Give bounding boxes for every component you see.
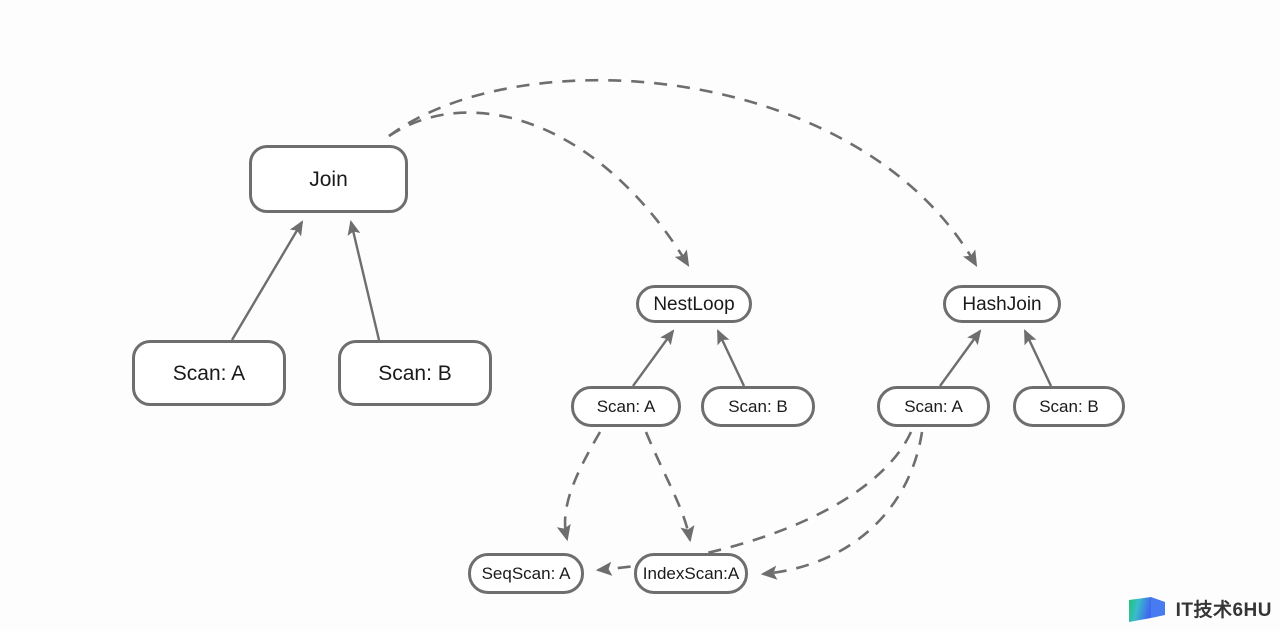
edge-scan-b-to-join bbox=[347, 219, 381, 341]
watermark: IT技术6HU bbox=[1127, 595, 1272, 625]
node-hashjoin[interactable]: HashJoin bbox=[943, 285, 1061, 323]
edge-nlscan-to-seqscan bbox=[556, 431, 602, 542]
edge-scan-b-to-nestloop bbox=[716, 329, 746, 387]
edge-scan-a-to-join bbox=[230, 220, 304, 341]
node-join-scan-a-label: Scan: A bbox=[172, 361, 246, 385]
edge-nlscan-to-indexscan bbox=[644, 431, 695, 543]
node-hashjoin-label: HashJoin bbox=[962, 293, 1042, 315]
node-hashjoin-scan-a[interactable]: Scan: A bbox=[877, 386, 990, 427]
node-join-label: Join bbox=[309, 167, 348, 191]
node-indexscan-a[interactable]: IndexScan:A bbox=[634, 553, 748, 594]
node-join-scan-a[interactable]: Scan: A bbox=[132, 340, 286, 406]
node-join[interactable]: Join bbox=[249, 145, 408, 213]
node-hashjoin-scan-b-label: Scan: B bbox=[1039, 397, 1099, 416]
node-nestloop-scan-b-label: Scan: B bbox=[728, 397, 788, 416]
edge-scan-a-to-nestloop bbox=[632, 329, 675, 387]
node-hashjoin-scan-b[interactable]: Scan: B bbox=[1013, 386, 1125, 427]
node-seqscan-a[interactable]: SeqScan: A bbox=[468, 553, 584, 594]
edge-scan-b-to-hashjoin bbox=[1023, 329, 1053, 387]
flag-icon bbox=[1128, 597, 1165, 622]
node-nestloop[interactable]: NestLoop bbox=[636, 285, 752, 323]
node-nestloop-scan-b[interactable]: Scan: B bbox=[701, 386, 815, 427]
node-hashjoin-scan-a-label: Scan: A bbox=[904, 397, 963, 416]
edge-join-to-hashjoin bbox=[388, 78, 978, 267]
watermark-text: IT技术6HU bbox=[1175, 599, 1272, 621]
node-join-scan-b[interactable]: Scan: B bbox=[338, 340, 492, 406]
node-join-scan-b-label: Scan: B bbox=[378, 361, 452, 385]
edge-join-to-nestloop bbox=[388, 111, 690, 267]
node-indexscan-a-label: IndexScan:A bbox=[642, 564, 740, 583]
node-nestloop-label: NestLoop bbox=[653, 293, 735, 315]
node-nestloop-scan-a[interactable]: Scan: A bbox=[571, 386, 681, 427]
node-nestloop-scan-a-label: Scan: A bbox=[596, 397, 656, 416]
node-seqscan-a-label: SeqScan: A bbox=[481, 564, 571, 583]
edge-scan-a-to-hashjoin bbox=[939, 329, 982, 387]
edge-hjscan-to-indexscan bbox=[760, 431, 924, 580]
edge-hjscan-to-seqscan bbox=[595, 431, 913, 576]
